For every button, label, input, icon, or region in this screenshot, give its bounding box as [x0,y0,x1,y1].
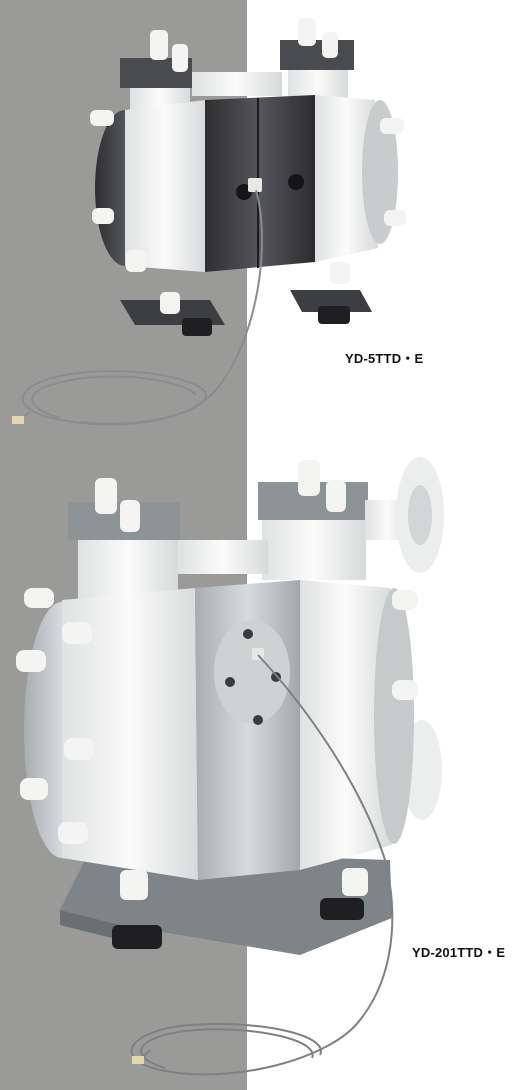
cable-plug-2 [132,1056,144,1064]
model-label-1: YD-5TTD・E [345,351,424,366]
pump-small [90,18,406,336]
model-label-2: YD-201TTD・E [412,945,506,960]
cable-plug-1 [12,416,24,424]
pump-large [16,457,444,955]
